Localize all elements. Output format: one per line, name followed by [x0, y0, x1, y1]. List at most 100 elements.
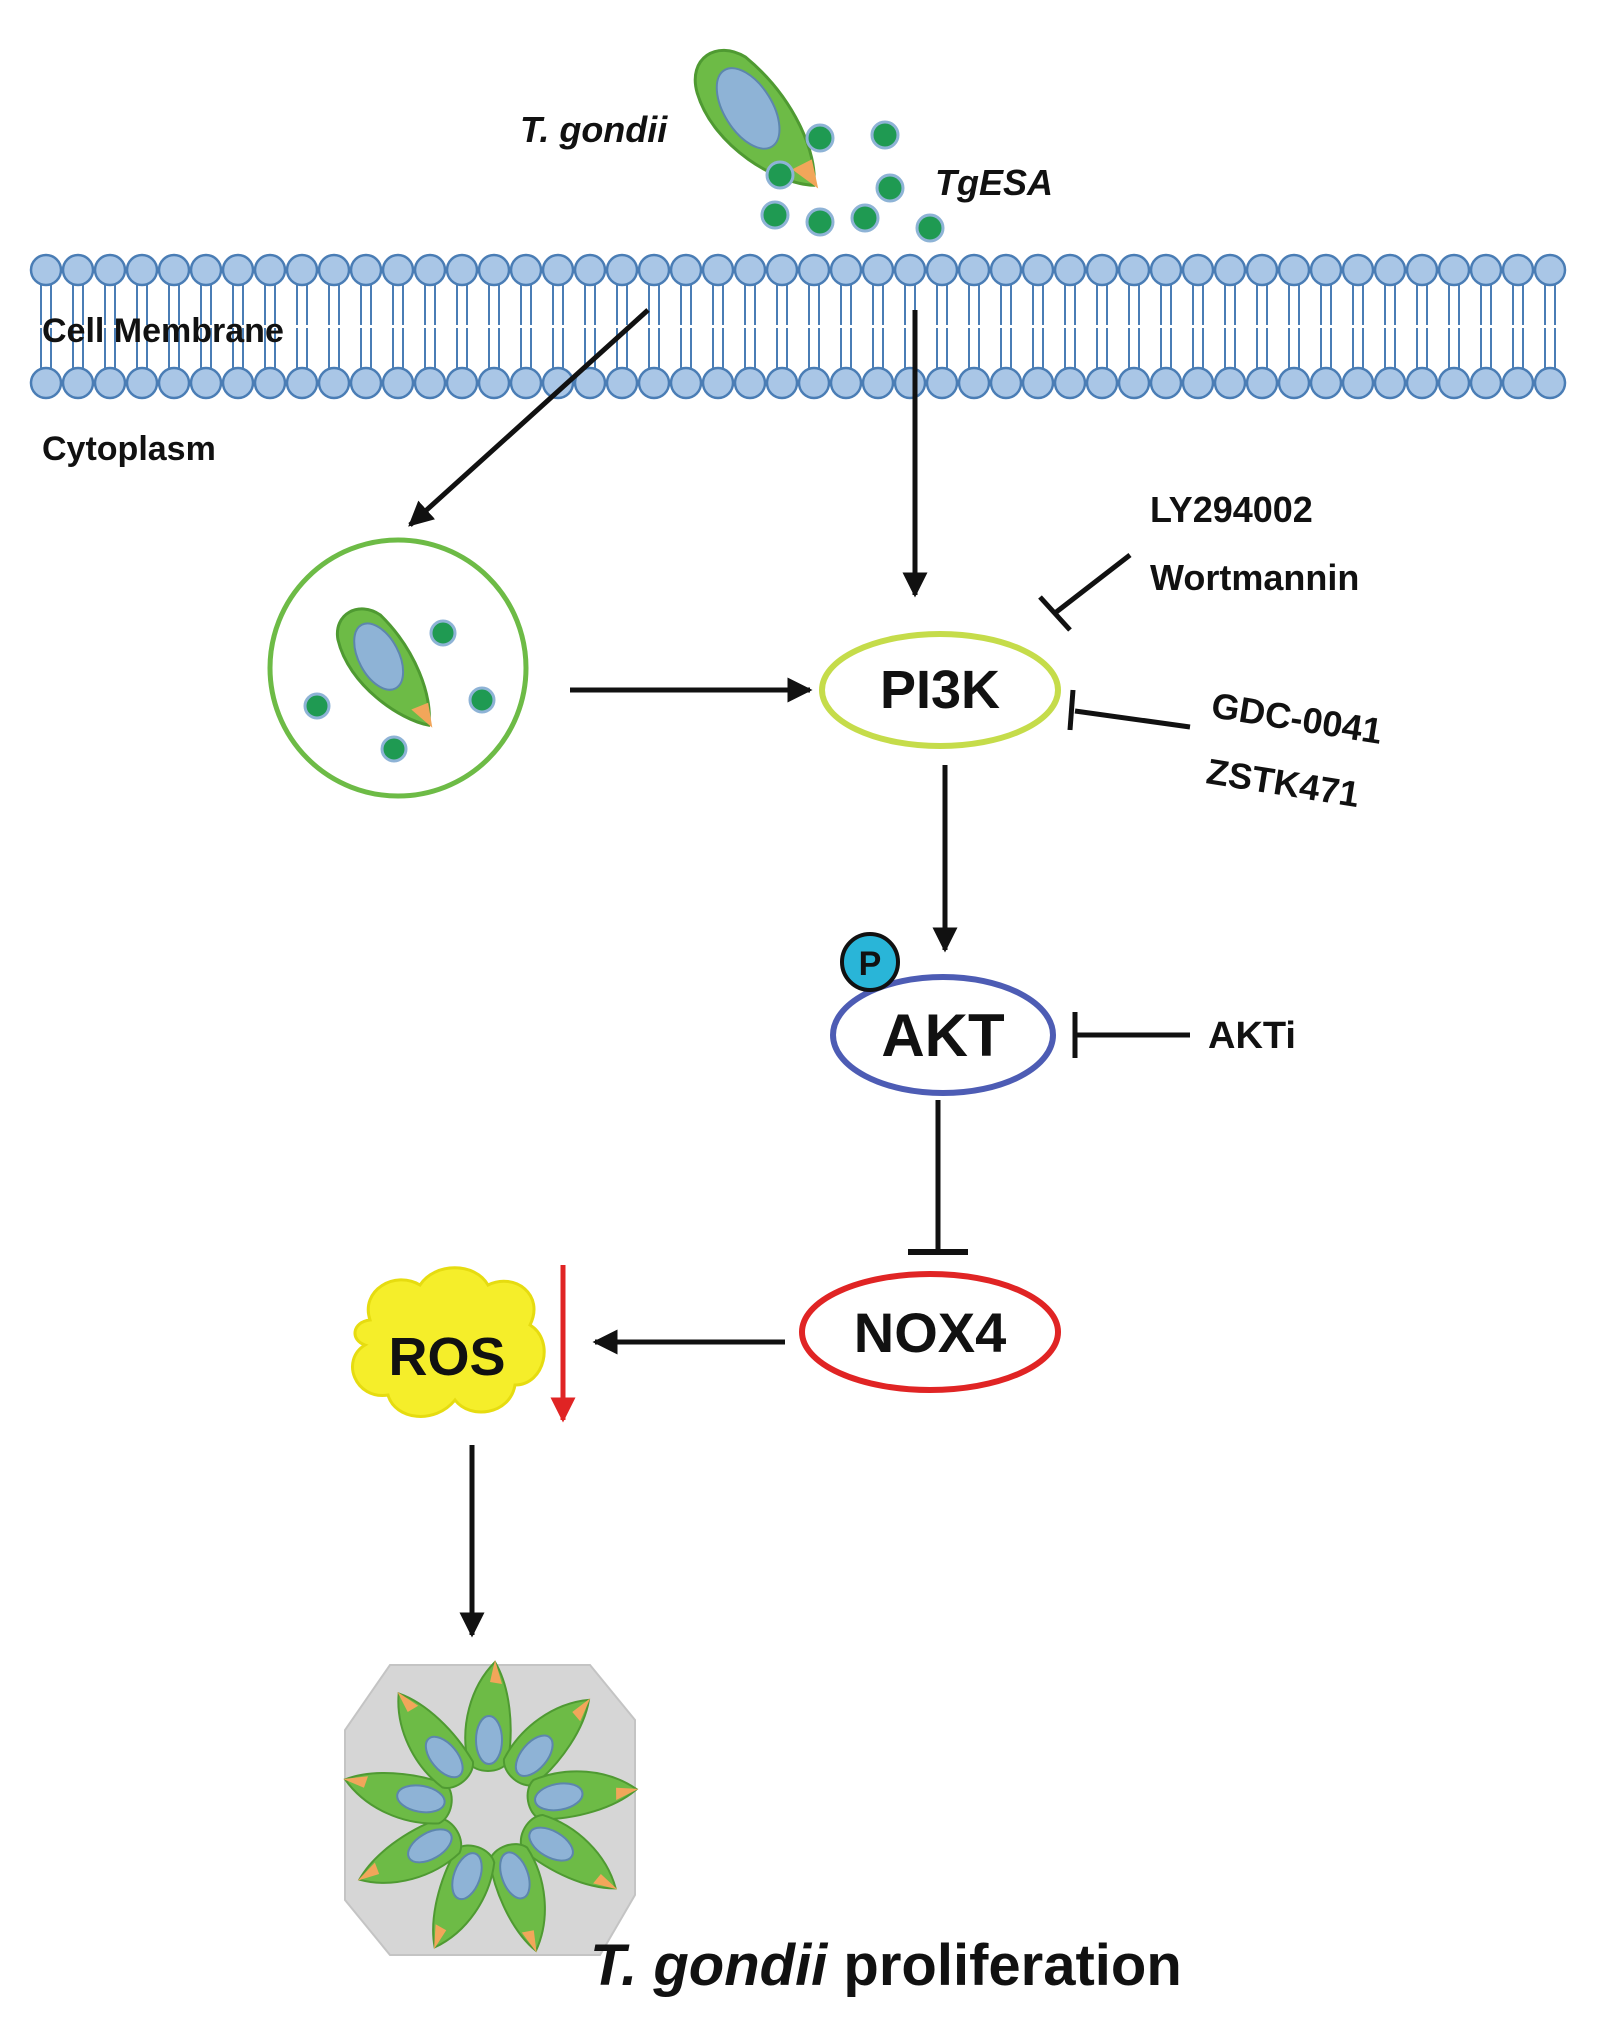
- membrane-head: [1501, 253, 1535, 287]
- membrane-head: [189, 253, 223, 287]
- membrane-head: [1277, 253, 1311, 287]
- membrane-head: [285, 253, 319, 287]
- membrane-tails-top: [40, 285, 1556, 325]
- akt-inhibits-nox4: [908, 1100, 968, 1255]
- tgesa-dot: [875, 173, 905, 203]
- membrane-head: [733, 366, 767, 400]
- nox4-node: NOX4: [799, 1271, 1061, 1393]
- pi3k-inhibitor-gdc0041: GDC-0041: [1209, 684, 1385, 751]
- membrane-head: [349, 253, 383, 287]
- parasitophorous-vacuole: [267, 537, 529, 799]
- membrane-head: [221, 366, 255, 400]
- membrane-head: [1309, 253, 1343, 287]
- membrane-head: [1117, 253, 1151, 287]
- membrane-head: [893, 366, 927, 400]
- tgesa-dot: [805, 207, 835, 237]
- nox4-label: NOX4: [854, 1301, 1007, 1364]
- membrane-head: [1469, 253, 1503, 287]
- membrane-head: [1245, 253, 1279, 287]
- membrane-head: [413, 366, 447, 400]
- rosette-parasite: [526, 1770, 639, 1821]
- akt-label: AKT: [881, 1002, 1004, 1069]
- membrane-head: [125, 366, 159, 400]
- membrane-head: [829, 366, 863, 400]
- membrane-head: [1213, 366, 1247, 400]
- cytoplasm-label: Cytoplasm: [42, 430, 216, 468]
- membrane-label: Cell Membrane: [42, 312, 284, 350]
- membrane-head: [701, 253, 735, 287]
- membrane-head: [1437, 253, 1471, 287]
- tgesa-dot: [850, 203, 880, 233]
- membrane-head: [1533, 253, 1567, 287]
- membrane-head: [1149, 253, 1183, 287]
- membrane-head: [1501, 366, 1535, 400]
- parasite-rosette-icon: [343, 1660, 639, 1956]
- membrane-head: [669, 366, 703, 400]
- pi3k-inhibitor-ly294002: LY294002: [1150, 489, 1313, 530]
- outcome-rest-label: proliferation: [827, 1933, 1181, 1998]
- tgesa-antigen-dots: [760, 120, 945, 243]
- rosette-parasites: [343, 1660, 639, 1953]
- membrane-head: [893, 253, 927, 287]
- membrane-head: [1149, 366, 1183, 400]
- membrane-head: [157, 253, 191, 287]
- akt-inhibitor-label: AKTi: [1208, 1015, 1296, 1057]
- pi3k-inhibition-top: [1038, 553, 1132, 632]
- membrane-head: [29, 366, 63, 400]
- membrane-heads-top: [29, 253, 1567, 287]
- tgesa-dot: [870, 120, 900, 150]
- tgesa-dot: [915, 213, 945, 243]
- membrane-head: [445, 253, 479, 287]
- akt-node: AKT: [830, 974, 1056, 1096]
- membrane-heads-bottom: [29, 366, 1567, 400]
- membrane-head: [1277, 366, 1311, 400]
- membrane-head: [1469, 366, 1503, 400]
- arrow-membrane-to-vesicle: [408, 308, 650, 527]
- vacuole-parasite-icon: [335, 607, 433, 728]
- membrane-head: [1053, 253, 1087, 287]
- tgesa-dot: [765, 160, 795, 190]
- rosette-parasite: [397, 1691, 474, 1790]
- pi3k-inhibition-right: [1067, 689, 1191, 731]
- rosette-parasite: [343, 1772, 453, 1825]
- membrane-tails-bottom: [40, 328, 1556, 368]
- membrane-head: [1085, 366, 1119, 400]
- membrane-head: [541, 366, 575, 400]
- ros-label: ROS: [388, 1327, 505, 1387]
- membrane-head: [477, 366, 511, 400]
- membrane-head: [1309, 366, 1343, 400]
- membrane-head: [925, 253, 959, 287]
- phospho-label: P: [859, 945, 882, 983]
- membrane-head: [637, 366, 671, 400]
- membrane-head: [189, 366, 223, 400]
- membrane-head: [861, 366, 895, 400]
- membrane-head: [1181, 253, 1215, 287]
- membrane-head: [61, 366, 95, 400]
- membrane-head: [381, 253, 415, 287]
- rosette-parasite: [464, 1660, 512, 1772]
- membrane-head: [765, 253, 799, 287]
- membrane-head: [285, 366, 319, 400]
- membrane-head: [125, 253, 159, 287]
- membrane-head: [445, 366, 479, 400]
- membrane-head: [1021, 366, 1055, 400]
- membrane-head: [637, 253, 671, 287]
- akt-inhibition: [1072, 1012, 1190, 1058]
- membrane-head: [1373, 366, 1407, 400]
- parasite-label: T. gondii: [520, 109, 668, 150]
- membrane-head: [317, 253, 351, 287]
- rosette-parasite: [357, 1817, 463, 1884]
- tgesa-dot: [760, 200, 790, 230]
- membrane-head: [1405, 366, 1439, 400]
- rosette-parasite: [432, 1844, 496, 1950]
- membrane-head: [1437, 366, 1471, 400]
- membrane-head: [1373, 253, 1407, 287]
- t-gondii-parasite-icon: [693, 48, 819, 189]
- membrane-head: [957, 253, 991, 287]
- membrane-head: [477, 253, 511, 287]
- membrane-head: [253, 366, 287, 400]
- membrane-head: [1341, 253, 1375, 287]
- membrane-head: [349, 366, 383, 400]
- membrane-head: [253, 253, 287, 287]
- membrane-head: [797, 253, 831, 287]
